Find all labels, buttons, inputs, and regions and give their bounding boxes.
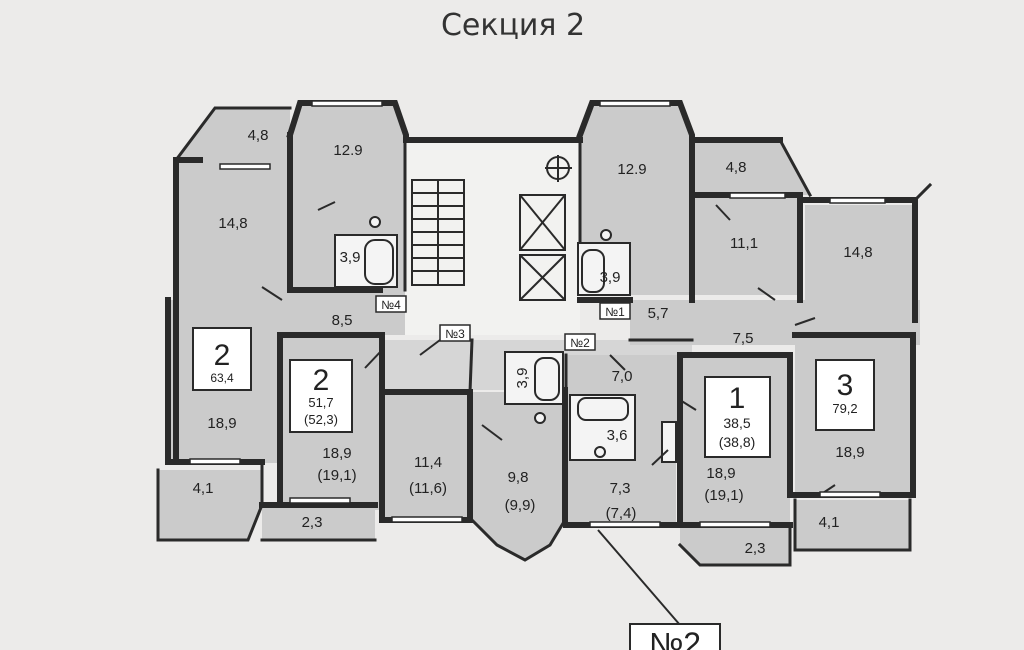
apt-mid-rooms: 2 bbox=[313, 364, 330, 397]
label-room-114-alt: (11,6) bbox=[409, 480, 447, 497]
entrance-3-label: №3 bbox=[445, 327, 465, 341]
label-room-98-alt: (9,9) bbox=[505, 497, 536, 514]
door-swings bbox=[261, 201, 836, 496]
apartment-badges: 2 63,4 2 51,7 (52,3) 1 38,5 (38,8) 3 79,… bbox=[192, 327, 875, 458]
entrance-tags: №4 №3 №2 №1 bbox=[375, 295, 631, 351]
label-balcony-bl: 4,1 bbox=[193, 480, 214, 497]
label-balcony-r3: 4,1 bbox=[819, 514, 840, 531]
label-bay-tl: 12.9 bbox=[333, 142, 362, 159]
label-hall-75: 7,5 bbox=[733, 330, 754, 347]
apt-left-rooms: 2 bbox=[214, 339, 231, 372]
elevators bbox=[519, 155, 572, 301]
apt-r1-rooms: 1 bbox=[729, 382, 746, 415]
apt-r1-area-alt: (38,8) bbox=[719, 434, 756, 450]
apt-r3-area: 79,2 bbox=[832, 401, 857, 416]
stair-hall bbox=[405, 140, 580, 335]
label-room-r3-189: 18,9 bbox=[835, 444, 864, 461]
label-room-l-189: 18,9 bbox=[207, 415, 236, 432]
label-room-98: 9,8 bbox=[508, 469, 529, 486]
room-labels: 4,8 12.9 14,8 3,9 8,5 18,9 4,1 18,9 (19,… bbox=[193, 127, 873, 557]
label-kitchen-73-alt: (7,4) bbox=[606, 505, 637, 522]
label-hall-l: 8,5 bbox=[332, 312, 353, 329]
callout-label: №2 bbox=[649, 626, 701, 650]
staircase bbox=[411, 179, 465, 286]
callout: №2 bbox=[597, 529, 721, 650]
entrance-1-label: №1 bbox=[605, 305, 625, 319]
apt-mid-area-alt: (52,3) bbox=[304, 412, 338, 427]
label-kitchen-73: 7,3 bbox=[610, 480, 631, 497]
label-room-r-148: 14,8 bbox=[843, 244, 872, 261]
label-loggia-tr: 4,8 bbox=[726, 159, 747, 176]
apt-r1-area: 38,5 bbox=[723, 415, 750, 431]
label-room-m-189: 18,9 bbox=[322, 445, 351, 462]
apt-r3-rooms: 3 bbox=[837, 369, 854, 402]
apt-left-area: 63,4 bbox=[210, 371, 234, 385]
label-bath-l: 3,9 bbox=[340, 249, 361, 266]
label-balcony-m: 2,3 bbox=[302, 514, 323, 531]
label-room-114: 11,4 bbox=[414, 454, 442, 471]
label-room-r1-189: 18,9 bbox=[706, 465, 735, 482]
label-bath-36: 3,6 bbox=[607, 427, 628, 444]
apt-mid-area: 51,7 bbox=[308, 395, 333, 410]
section-title: Секция 2 bbox=[441, 8, 585, 43]
label-bath-r: 3,9 bbox=[600, 269, 621, 286]
windows bbox=[189, 100, 886, 528]
label-room-r1-189-alt: (19,1) bbox=[704, 487, 743, 504]
label-bay-tr: 12.9 bbox=[617, 161, 646, 178]
label-hall-57: 5,7 bbox=[648, 305, 669, 322]
label-room-l-148: 14,8 bbox=[218, 215, 247, 232]
entrance-4-label: №4 bbox=[381, 298, 401, 312]
label-balcony-r1: 2,3 bbox=[745, 540, 766, 557]
label-room-111: 11,1 bbox=[730, 235, 758, 252]
bathroom-fixtures bbox=[334, 216, 677, 463]
label-hall-70: 7,0 bbox=[612, 368, 633, 385]
label-loggia-tl: 4,8 bbox=[248, 127, 269, 144]
label-bath-c: 3,9 bbox=[514, 368, 531, 389]
entrance-2-label: №2 bbox=[570, 336, 590, 350]
label-room-m-189-alt: (19,1) bbox=[317, 467, 356, 484]
